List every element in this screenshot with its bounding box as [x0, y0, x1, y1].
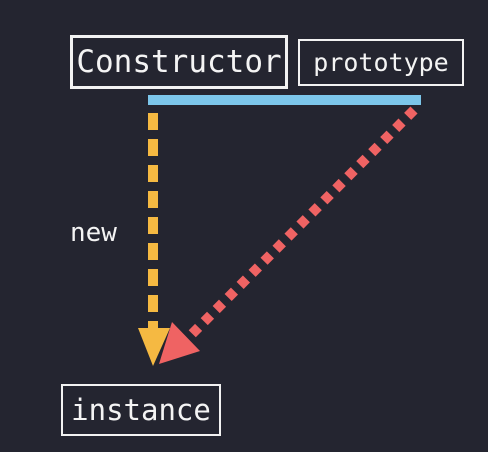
prototype-arrow-head [159, 322, 200, 364]
prototype-label: prototype [313, 48, 449, 77]
instance-node: instance [61, 384, 221, 436]
new-arrow-head [138, 328, 170, 366]
new-edge-label: new [70, 218, 117, 248]
instance-label: instance [71, 393, 211, 427]
constructor-label: Constructor [76, 44, 282, 80]
constructor-node: Constructor [70, 35, 288, 89]
prototype-node: prototype [298, 39, 464, 86]
prototype-arrow-shaft [186, 106, 418, 340]
